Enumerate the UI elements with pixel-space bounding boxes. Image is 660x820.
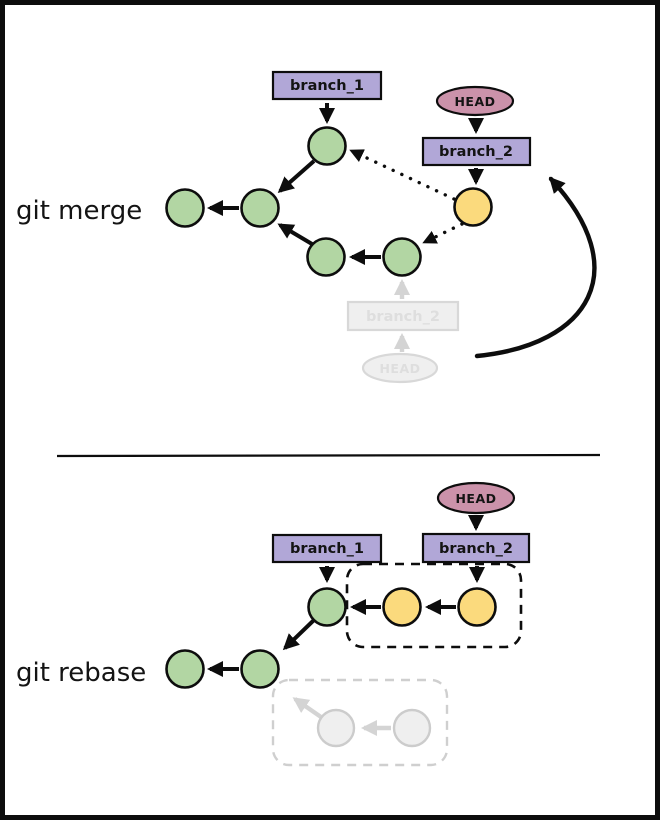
ghost-commit-node-l	[316, 708, 356, 748]
ghost-commit-node-m	[392, 708, 432, 748]
rebase-commit-node-j	[240, 649, 280, 689]
merge-commit-node-b	[240, 188, 280, 228]
ghost-branch2-label: branch_2	[366, 309, 440, 325]
dotted-arrow-merge-to-branch2-tip	[422, 222, 464, 244]
arrow-commit-g-to-j	[282, 618, 316, 651]
ghost-head-label: HEAD	[379, 361, 420, 376]
curved-arrow-branch2-moved	[474, 176, 597, 359]
git-rebase-section: git rebase HEAD branch_1 branch_2	[16, 481, 531, 767]
rebase-head-label: HEAD	[455, 491, 496, 506]
rebase-branch1-label: branch_1	[290, 541, 364, 557]
merge-section-title: git merge	[16, 196, 142, 226]
merge-commit-node-a	[165, 188, 205, 228]
merge-branch1-label: branch_1	[290, 78, 364, 94]
rebase-ghost-previous-state	[271, 678, 449, 767]
merge-ghost-previous-state: branch_2 HEAD	[346, 279, 460, 384]
rebase-head-badge	[436, 481, 516, 515]
git-merge-section: git merge branch_2 HEAD branch_1 HEAD br…	[16, 70, 597, 384]
merge-commit-node-e-branch2-old-tip	[382, 237, 422, 277]
merge-commit-node-d	[306, 237, 346, 277]
rebase-commit-node-i-replayed	[457, 587, 497, 627]
section-divider	[56, 453, 601, 458]
rebase-commit-node-k	[165, 649, 205, 689]
ghost-branch2-label-box	[346, 300, 460, 332]
dotted-arrow-merge-to-branch1-tip	[349, 149, 456, 201]
merge-branch1-label-box	[271, 70, 383, 101]
arrow-commit-d-to-b	[277, 223, 314, 246]
merge-head-badge	[435, 85, 515, 117]
merge-commit-node-c-branch1-tip	[307, 126, 347, 166]
ghost-rebased-commits-group-box	[271, 678, 449, 767]
merge-branch2-label: branch_2	[439, 144, 513, 160]
merge-head-label: HEAD	[454, 94, 495, 109]
ghost-head-badge	[361, 352, 439, 384]
rebased-commits-group-box	[345, 562, 523, 649]
merge-commit-node-new	[453, 187, 493, 227]
rebase-commit-node-g-branch1-tip	[307, 587, 347, 627]
rebase-branch2-label-box	[421, 532, 531, 564]
arrow-commit-c-to-b	[277, 159, 316, 193]
rebase-branch1-label-box	[271, 533, 383, 564]
rebase-commit-node-h-replayed	[382, 587, 422, 627]
merge-branch2-label-box	[421, 136, 532, 167]
rebase-section-title: git rebase	[16, 658, 146, 688]
rebase-branch2-label: branch_2	[439, 541, 513, 557]
ghost-arrow-l-to-base	[292, 697, 323, 719]
